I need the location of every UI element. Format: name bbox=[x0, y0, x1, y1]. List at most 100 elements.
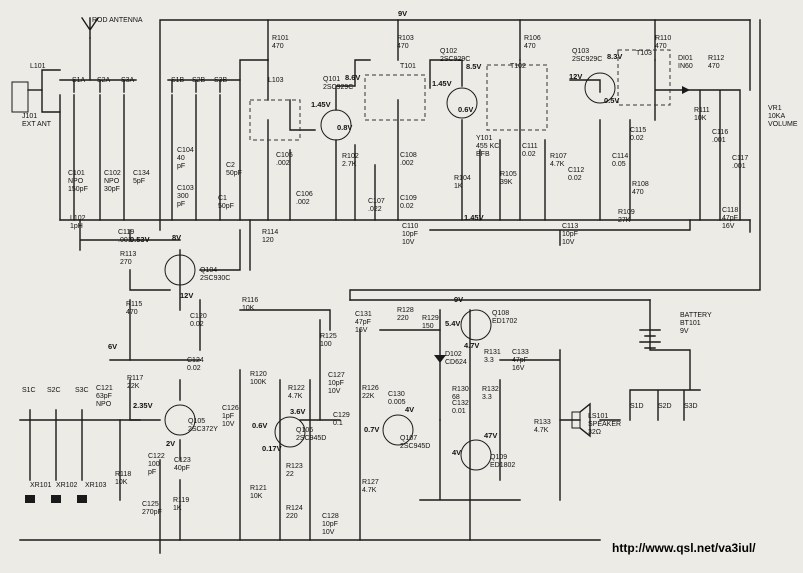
r114-name: R114 bbox=[262, 229, 278, 236]
bt101-value2: 9V bbox=[680, 328, 689, 335]
r114-value: 120 bbox=[262, 237, 274, 244]
s2d-name: S2D bbox=[658, 403, 672, 410]
component-xr102: XR102 bbox=[56, 482, 78, 489]
r131-name: R131 bbox=[484, 349, 501, 356]
r104-value: 1K bbox=[454, 183, 463, 190]
c127-value: 10pF bbox=[328, 380, 344, 387]
s3b-name: S3B bbox=[214, 77, 228, 84]
r133-value: 4.7K bbox=[534, 427, 549, 434]
c122-value: 100 bbox=[148, 461, 160, 468]
q108-name: Q108 bbox=[492, 310, 509, 317]
r109-value: 27K bbox=[618, 217, 631, 224]
c121-name: C121 bbox=[96, 385, 113, 392]
r133-name: R133 bbox=[534, 419, 551, 426]
xr103-name: XR103 bbox=[85, 482, 107, 489]
c117-value: .001 bbox=[732, 163, 746, 170]
voltage-label: 1.45V bbox=[311, 100, 331, 109]
voltage-label: 0.6V bbox=[458, 105, 473, 114]
r101-name: R101 bbox=[272, 35, 289, 42]
r109-name: R109 bbox=[618, 209, 635, 216]
t103-name: T103 bbox=[636, 50, 652, 57]
s1a-name: S1A bbox=[72, 77, 86, 84]
c2-name: C2 bbox=[226, 162, 235, 169]
c105-name: C105 bbox=[276, 152, 293, 159]
component-l101: L101 bbox=[30, 63, 46, 70]
r130-value: 68 bbox=[452, 394, 460, 401]
ls101-name: LS101 bbox=[588, 413, 608, 420]
l102-name: L102 bbox=[70, 215, 86, 222]
r111-value: 10K bbox=[694, 115, 707, 122]
c131-value: 47pF bbox=[355, 319, 371, 326]
c101-name: C101 bbox=[68, 170, 85, 177]
component-t103: T103 bbox=[636, 50, 652, 57]
q101-value: 2SC929C bbox=[323, 84, 353, 91]
c107-name: C107 bbox=[368, 198, 385, 205]
voltage-label: 0.8V bbox=[337, 123, 352, 132]
voltage-label: 12V bbox=[569, 72, 582, 81]
s3a-name: S3A bbox=[121, 77, 135, 84]
c115-value: 0.02 bbox=[630, 135, 644, 142]
r102-name: R102 bbox=[342, 153, 359, 160]
component-s3b: S3B bbox=[214, 77, 228, 84]
r112-value: 470 bbox=[708, 63, 720, 70]
component-s3c: S3C bbox=[75, 387, 89, 394]
r108-value: 470 bbox=[632, 189, 644, 196]
r132-name: R132 bbox=[482, 386, 499, 393]
voltage-label: 1.45V bbox=[432, 79, 452, 88]
c133-name: C133 bbox=[512, 349, 529, 356]
c116-value: .001 bbox=[712, 137, 726, 144]
c115-name: C115 bbox=[630, 127, 646, 134]
c133-value: 47pF bbox=[512, 357, 528, 364]
c118-name: C118 bbox=[722, 207, 738, 214]
c2-value: 50pF bbox=[226, 170, 242, 177]
r112-name: R112 bbox=[708, 55, 724, 62]
q109-value: ED1802 bbox=[490, 462, 515, 469]
c109-value: 0.02 bbox=[400, 203, 414, 210]
c108-value: .002 bbox=[400, 160, 414, 167]
r119-name: R119 bbox=[173, 497, 189, 504]
r130-name: R130 bbox=[452, 386, 469, 393]
y101-name: Y101 bbox=[476, 135, 492, 142]
r107-value: 4.7K bbox=[550, 161, 565, 168]
c133-value2: 16V bbox=[512, 365, 525, 372]
c124-value: 0.02 bbox=[187, 365, 201, 372]
component-s1d: S1D bbox=[630, 403, 644, 410]
s2c-name: S2C bbox=[47, 387, 61, 394]
c119-value: .001 bbox=[118, 237, 132, 244]
q108-value: ED1702 bbox=[492, 318, 517, 325]
voltage-label: 8.3V bbox=[607, 52, 622, 61]
crystal-symbols bbox=[25, 495, 87, 503]
shield-outlines bbox=[249, 49, 671, 141]
c132-name: C132 bbox=[452, 400, 469, 407]
c134-value: 5pF bbox=[133, 178, 145, 185]
r119-value: 1K bbox=[173, 505, 182, 512]
vr1-value2: VOLUME bbox=[768, 121, 798, 128]
r105-name: R105 bbox=[500, 171, 517, 178]
c128-value2: 10V bbox=[322, 529, 335, 536]
c125-name: C125 bbox=[142, 501, 159, 508]
ls101-value2: 32Ω bbox=[588, 429, 601, 436]
component-s1a: S1A bbox=[72, 77, 86, 84]
